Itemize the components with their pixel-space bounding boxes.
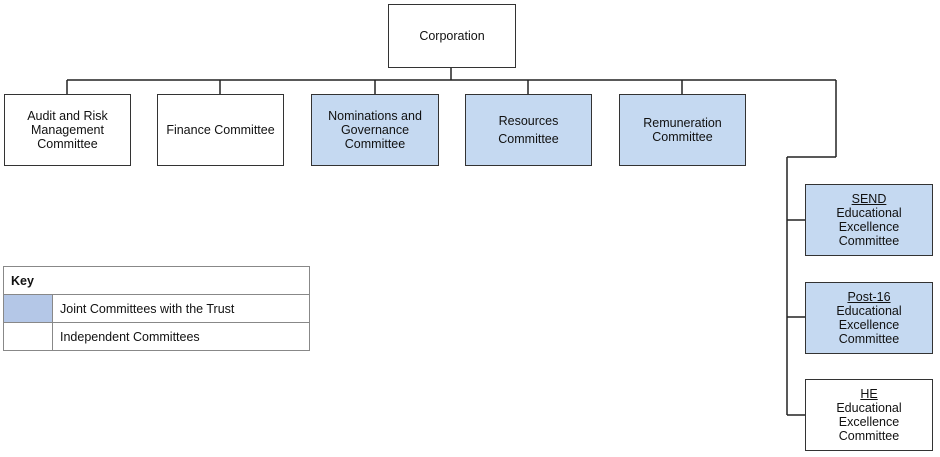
audit-risk-committee-box: Audit and Risk Management Committee <box>4 94 131 166</box>
send-committee-box: SEND Educational Excellence Committee <box>805 184 933 256</box>
legend-swatch-joint <box>3 294 53 323</box>
nominations-line-2: Governance <box>340 123 410 137</box>
finance-line-1: Finance Committee <box>166 123 275 137</box>
resources-line-1: Resources <box>498 114 559 128</box>
corporation-box: Corporation <box>388 4 516 68</box>
nominations-governance-committee-box: Nominations and Governance Committee <box>311 94 439 166</box>
he-committee-box: HE Educational Excellence Committee <box>805 379 933 451</box>
send-title: SEND <box>851 192 887 206</box>
post16-line-3: Committee <box>838 332 900 346</box>
remuneration-line-2: Committee <box>652 130 713 144</box>
he-title: HE <box>860 387 878 401</box>
he-line-2: Excellence <box>838 415 900 429</box>
post16-line-2: Excellence <box>838 318 900 332</box>
corporation-label: Corporation <box>419 29 485 43</box>
resources-committee-box: Resources Committee <box>465 94 592 166</box>
legend-label-independent: Independent Committees <box>52 322 310 351</box>
remuneration-committee-box: Remuneration Committee <box>619 94 746 166</box>
send-line-1: Educational <box>836 206 902 220</box>
post16-line-1: Educational <box>836 304 902 318</box>
audit-line-2: Management <box>31 123 104 137</box>
legend-label-joint: Joint Committees with the Trust <box>52 294 310 323</box>
legend-key: Key Joint Committees with the Trust Inde… <box>3 266 310 351</box>
send-line-3: Committee <box>838 234 900 248</box>
finance-committee-box: Finance Committee <box>157 94 284 166</box>
remuneration-line-1: Remuneration <box>643 116 722 130</box>
post16-committee-box: Post-16 Educational Excellence Committee <box>805 282 933 354</box>
send-line-2: Excellence <box>838 220 900 234</box>
audit-line-3: Committee <box>37 137 98 151</box>
audit-line-1: Audit and Risk <box>27 109 108 123</box>
legend-swatch-independent <box>3 322 53 351</box>
nominations-line-1: Nominations and <box>328 109 422 123</box>
nominations-line-3: Committee <box>344 137 406 151</box>
he-line-3: Committee <box>838 429 900 443</box>
he-line-1: Educational <box>836 401 902 415</box>
resources-line-2: Committee <box>498 132 559 146</box>
post16-title: Post-16 <box>847 290 891 304</box>
legend-title: Key <box>3 266 310 295</box>
